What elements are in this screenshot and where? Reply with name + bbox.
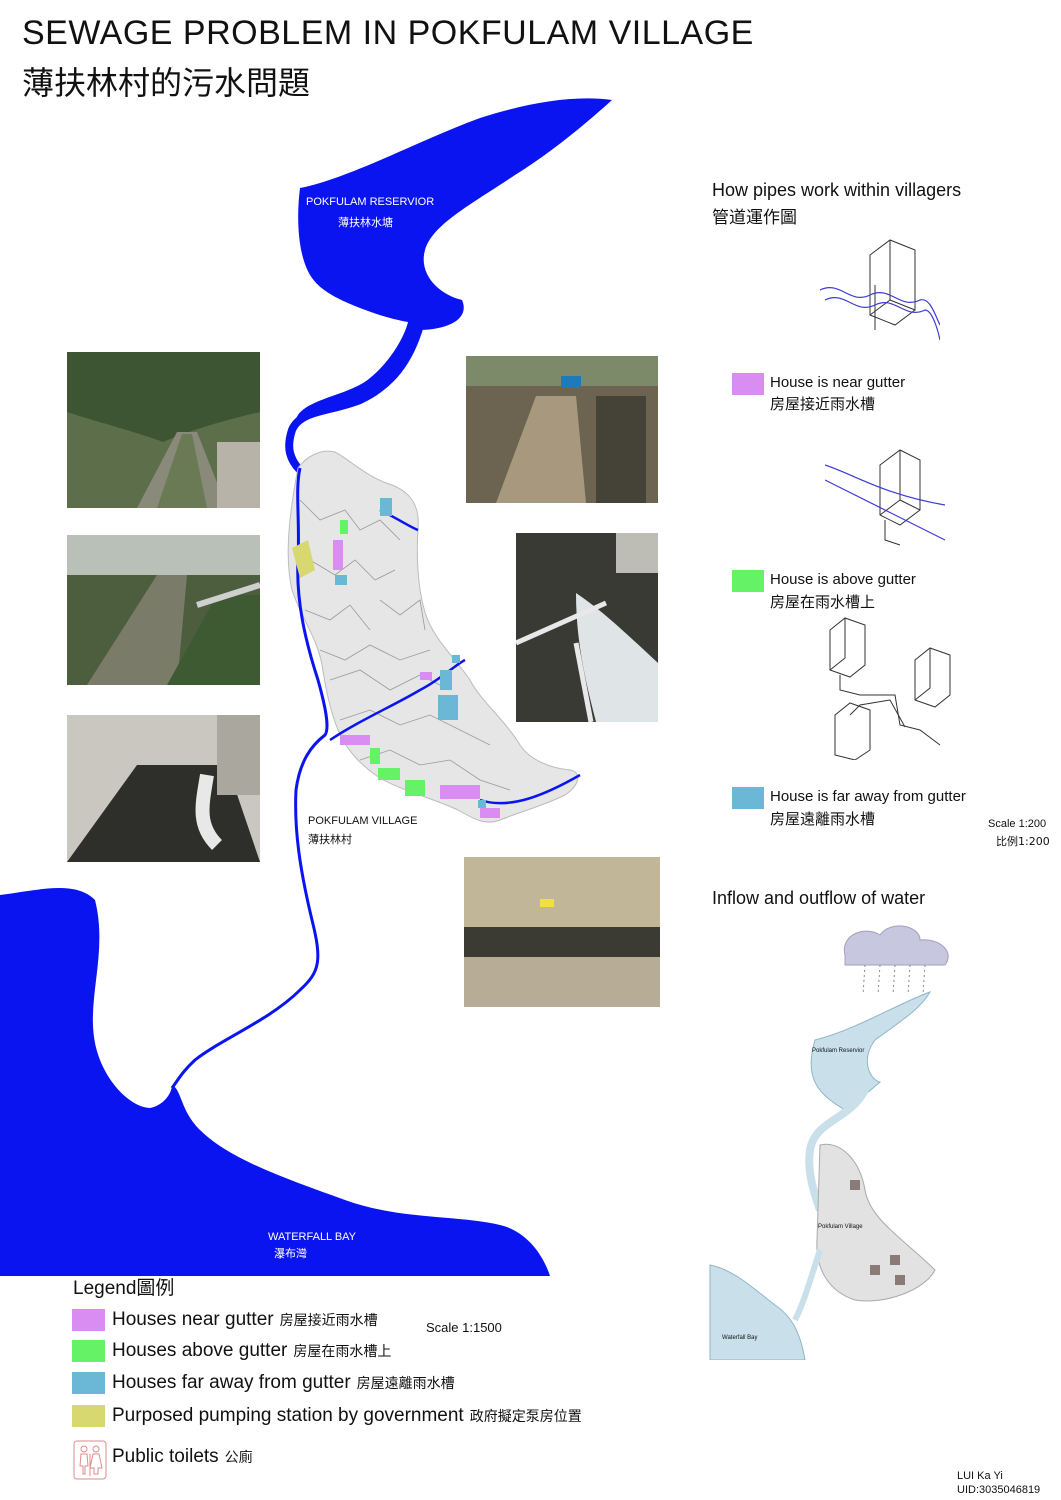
author-uid: UID:3035046819 — [957, 1484, 1041, 1496]
pipe-label-above: House is above gutter — [770, 571, 916, 588]
pumping-station — [292, 540, 315, 578]
houses-far-from-gutter — [335, 498, 486, 808]
reservoir-shape — [289, 98, 612, 469]
swatch-above — [732, 570, 764, 592]
pipes-heading-zh: 管道運作圖 — [712, 208, 797, 228]
photo-drain — [67, 535, 260, 685]
photo-pipe — [67, 715, 260, 862]
swatch-near — [732, 373, 764, 395]
pipe-diagram-above — [825, 449, 945, 546]
legend-swatch-pumping — [72, 1405, 105, 1427]
swatch-far — [732, 787, 764, 809]
photo-rapids — [516, 533, 658, 722]
page-title: SEWAGE PROBLEM IN POKFULAM VILLAGE — [22, 14, 754, 52]
river-upper — [285, 323, 424, 473]
page-title-zh: 薄扶林村的污水問題 — [22, 64, 311, 102]
legend-swatch-near — [72, 1309, 105, 1331]
pipe-label-above-zh: 房屋在雨水槽上 — [770, 593, 876, 611]
author-name: LUI Ka Yi — [957, 1470, 1003, 1482]
bay-label: WATERFALL BAY 瀑布灣 — [268, 1231, 357, 1260]
pipe-label-far-zh: 房屋遠離雨水槽 — [770, 810, 876, 828]
houses-above-gutter — [340, 520, 425, 796]
legend-heading: Legend圖例 — [73, 1277, 175, 1299]
pipe-label-near: House is near gutter — [770, 374, 906, 391]
village-area — [287, 450, 579, 823]
pipe-diagram-far — [829, 617, 951, 760]
cloud-icon — [843, 925, 949, 966]
flow-village-label: Pokfulam Village — [818, 1224, 863, 1230]
flow-reservoir-label: Pokfulam Reservior — [812, 1048, 865, 1054]
reservoir-label: POKFULAM RESERVIOR 薄扶林水塘 — [306, 196, 435, 229]
legend-swatch-above — [72, 1340, 105, 1362]
gutter-line — [170, 467, 329, 1089]
flow-bay-label: Waterfall Bay — [722, 1335, 758, 1341]
photo-stone-ditch — [464, 857, 660, 1007]
legend-scale: Scale 1:1500 — [426, 1320, 502, 1335]
pipes-scale-zh: 比例1:200 — [996, 835, 1050, 848]
pipes-heading: How pipes work within villagers — [712, 180, 962, 200]
houses-near-gutter — [333, 540, 500, 818]
village-label: POKFULAM VILLAGE 薄扶林村 — [308, 815, 418, 846]
flow-diagram — [709, 925, 949, 1360]
photo-stream — [466, 356, 658, 503]
toilet-icon — [73, 1440, 107, 1480]
pipe-diagram-near — [820, 239, 940, 341]
legend-swatch-far — [72, 1372, 105, 1394]
pipe-label-near-zh: 房屋接近雨水槽 — [770, 395, 876, 413]
flow-heading: Inflow and outflow of water — [712, 888, 926, 908]
pipes-scale: Scale 1:200 — [988, 818, 1047, 830]
pipe-label-far: House is far away from gutter — [770, 788, 966, 805]
photo-channel — [67, 352, 260, 508]
bay-shape — [0, 888, 550, 1276]
